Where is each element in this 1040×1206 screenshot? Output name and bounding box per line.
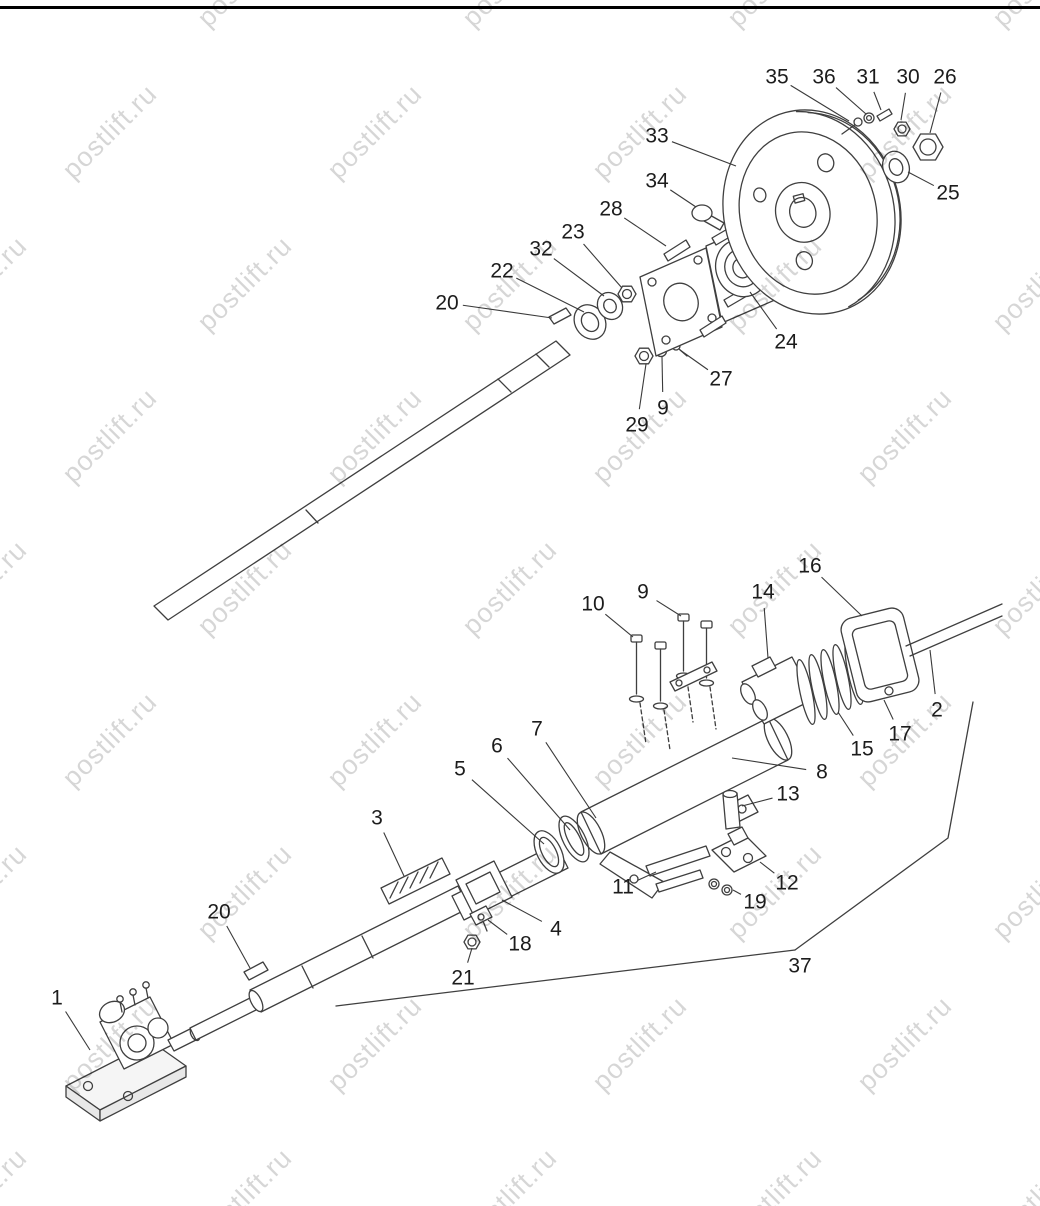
leader-line-18	[487, 919, 508, 935]
callout-9: 9	[637, 580, 649, 604]
callout-36: 36	[812, 65, 836, 89]
leader-line-2	[929, 649, 936, 695]
callout-31: 31	[856, 65, 880, 89]
callout-33: 33	[645, 124, 669, 148]
column-rod	[905, 603, 1003, 657]
callout-22: 22	[490, 259, 514, 283]
leader-line-20	[226, 925, 251, 969]
callout-17: 17	[888, 722, 912, 746]
rack-section	[380, 857, 451, 905]
leader-line-17	[883, 699, 894, 720]
leader-line-11	[637, 871, 657, 881]
leader-line-34	[670, 189, 697, 208]
mount-bolts	[628, 613, 718, 751]
callout-20: 20	[435, 291, 459, 315]
leader-line-6	[507, 757, 571, 831]
leader-line-9	[661, 356, 664, 393]
leader-line-23	[583, 243, 623, 289]
callout-7: 7	[531, 717, 543, 741]
callout-6: 6	[491, 734, 503, 758]
leader-line-25	[907, 171, 935, 187]
leader-line-31	[873, 91, 882, 111]
leader-line-26	[929, 92, 942, 134]
leader-line-32	[553, 258, 605, 297]
callout-24: 24	[774, 330, 798, 354]
fork-assembly	[645, 826, 767, 896]
leader-line-36	[835, 87, 867, 115]
upper-shaft	[153, 307, 572, 621]
slide-bracket	[455, 860, 513, 950]
callout-13: 13	[776, 782, 800, 806]
leader-line-13	[741, 797, 773, 807]
callout-28: 28	[599, 197, 623, 221]
callout-5: 5	[454, 757, 466, 781]
callout-8: 8	[816, 760, 828, 784]
gearbox	[65, 981, 201, 1122]
callout-11: 11	[612, 875, 634, 899]
callout-4: 4	[550, 917, 562, 941]
callout-34: 34	[645, 169, 669, 193]
callout-23: 23	[561, 220, 585, 244]
pin	[722, 789, 741, 830]
leader-line-30	[900, 92, 906, 121]
assembly-bracket-line	[335, 701, 974, 1007]
leader-line-7	[545, 742, 597, 819]
callout-32: 32	[529, 237, 553, 261]
callout-18: 18	[508, 932, 532, 956]
leader-line-9	[656, 600, 682, 617]
leader-line-12	[759, 861, 775, 874]
callout-20: 20	[207, 900, 231, 924]
callout-14: 14	[751, 580, 775, 604]
leader-line-14	[763, 607, 769, 659]
leader-line-10	[604, 613, 634, 638]
callout-35: 35	[765, 65, 789, 89]
callout-30: 30	[896, 65, 920, 89]
leader-line-3	[383, 832, 405, 877]
callout-10: 10	[581, 592, 605, 616]
key-lower	[243, 961, 269, 981]
callout-21: 21	[451, 966, 475, 990]
end-plate	[840, 607, 920, 703]
leader-line-21	[467, 947, 473, 963]
coupling-housing	[740, 656, 815, 725]
leader-line-29	[638, 363, 647, 410]
top-rule	[0, 6, 1040, 9]
leader-line-5	[471, 779, 545, 845]
leader-line-19	[732, 889, 742, 895]
leader-line-15	[837, 711, 854, 736]
leader-line-27	[679, 349, 709, 371]
button-bolt	[691, 204, 725, 231]
leader-line-8	[731, 757, 807, 771]
callout-26: 26	[933, 65, 957, 89]
leader-line-16	[821, 576, 863, 617]
leader-line-1	[65, 1011, 91, 1051]
leader-line-35	[790, 84, 850, 122]
leader-line-20	[462, 304, 553, 319]
callout-25: 25	[936, 181, 960, 205]
leader-line-24	[749, 291, 778, 330]
callout-27: 27	[709, 367, 733, 391]
callout-3: 3	[371, 806, 383, 830]
callout-1: 1	[51, 986, 63, 1010]
callout-2: 2	[931, 698, 943, 722]
callout-12: 12	[775, 871, 799, 895]
pulley	[722, 109, 902, 315]
callout-9: 9	[657, 396, 669, 420]
callout-37: 37	[788, 954, 812, 978]
leader-line-33	[671, 141, 737, 167]
callout-16: 16	[798, 554, 822, 578]
callout-15: 15	[850, 737, 874, 761]
callout-19: 19	[743, 890, 767, 914]
leader-line-28	[623, 217, 667, 247]
pulley-fasteners	[841, 108, 944, 184]
leader-line-22	[516, 277, 585, 313]
leader-line-4	[501, 899, 543, 922]
callout-29: 29	[625, 413, 649, 437]
